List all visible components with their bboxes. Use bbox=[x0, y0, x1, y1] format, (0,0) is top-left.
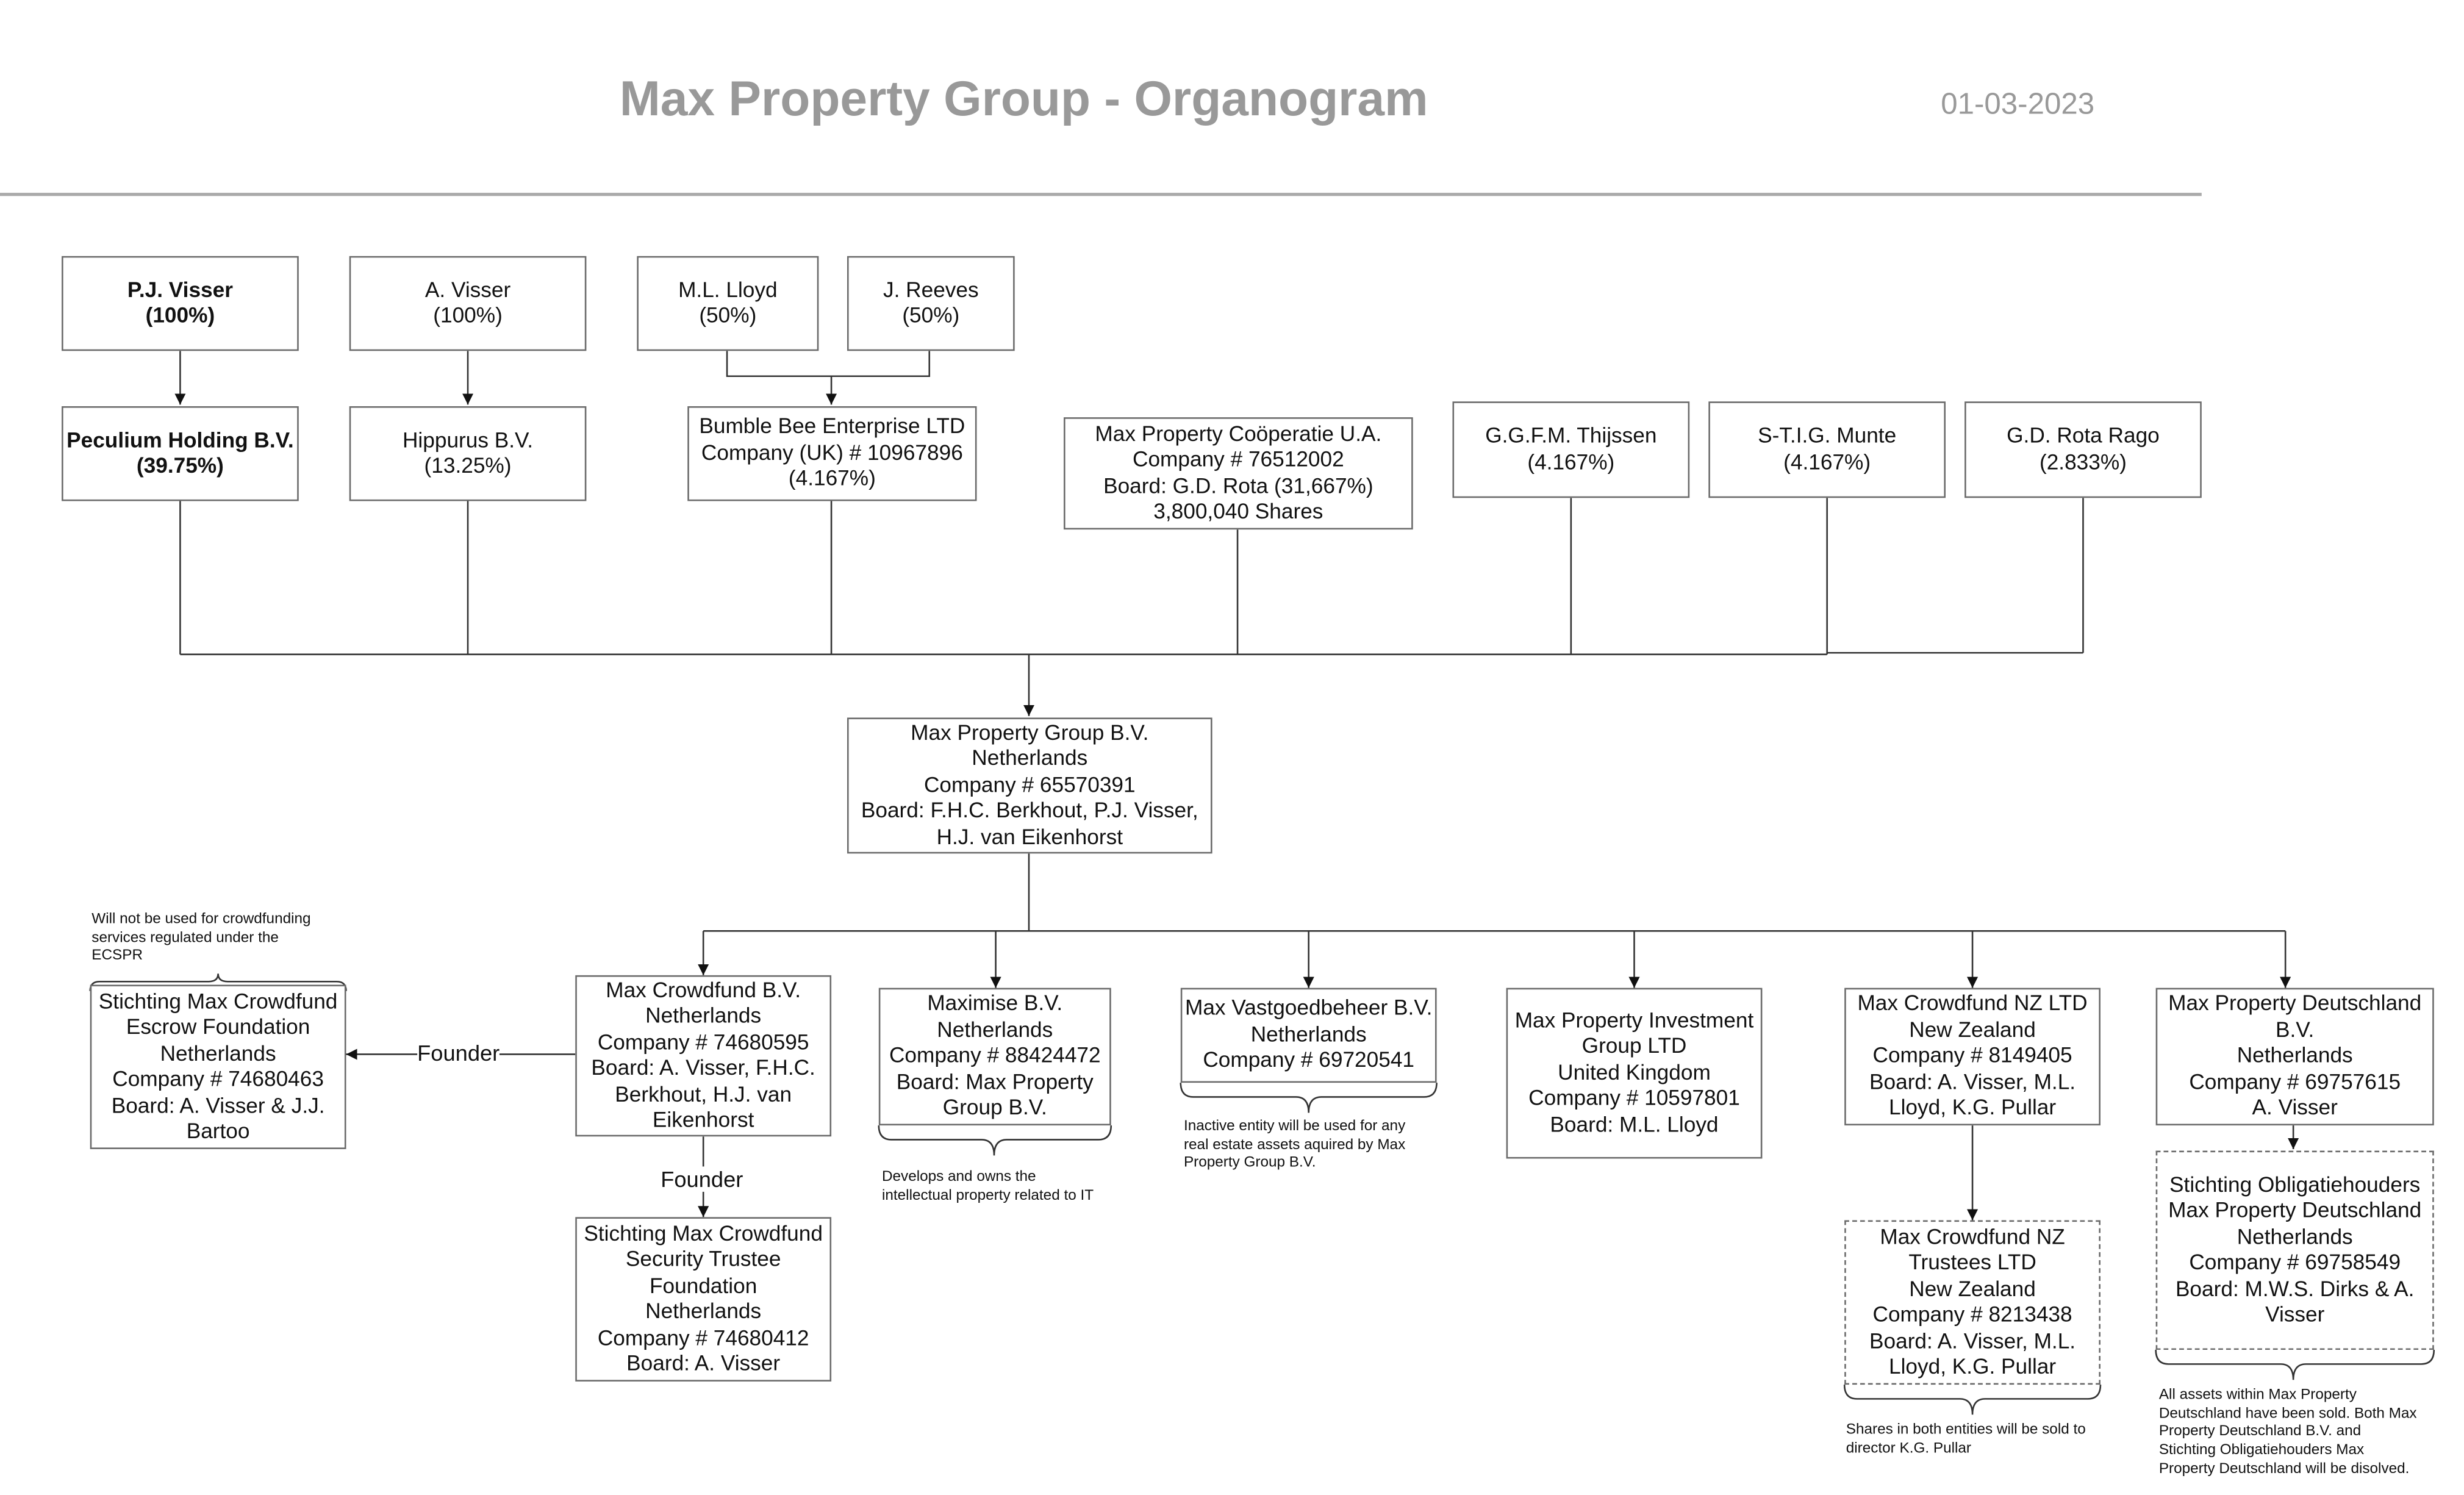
note-nz: Shares in both entities will be sold to … bbox=[1846, 1419, 2086, 1455]
note-deutschland: All assets within Max Property Deutschla… bbox=[2158, 1385, 2417, 1476]
node-investment-group: Max Property Investment Group LTD United… bbox=[1506, 988, 1763, 1159]
document-date: 01-03-2023 bbox=[1941, 88, 2095, 122]
node-thijssen: G.G.F.M. Thijssen (4.167%) bbox=[1452, 401, 1690, 498]
node-hippurus: Hippurus B.V. (13.25%) bbox=[349, 406, 587, 501]
brace-deutschland bbox=[2155, 1350, 2435, 1380]
node-pj-visser: P.J. Visser (100%) bbox=[62, 256, 299, 351]
node-ml-lloyd: M.L. Lloyd (50%) bbox=[637, 256, 819, 351]
node-obligatiehouders: Stichting Obligatiehouders Max Property … bbox=[2155, 1150, 2434, 1350]
note-maximise: Develops and owns the intellectual prope… bbox=[882, 1166, 1094, 1203]
node-deutschland: Max Property Deutschland B.V. Netherland… bbox=[2155, 988, 2434, 1126]
node-vastgoedbeheer: Max Vastgoedbeheer B.V. Netherlands Comp… bbox=[1180, 988, 1437, 1083]
note-escrow: Will not be used for crowdfunding servic… bbox=[91, 909, 311, 964]
brace-maximise bbox=[878, 1125, 1112, 1156]
node-rota-rago: G.D. Rota Rago (2.833%) bbox=[1964, 401, 2202, 498]
node-maximise: Maximise B.V. Netherlands Company # 8842… bbox=[878, 988, 1111, 1126]
note-vastgoed: Inactive entity will be used for any rea… bbox=[1183, 1116, 1406, 1171]
node-peculium-holding: Peculium Holding B.V. (39.75%) bbox=[62, 406, 299, 501]
node-max-property-group: Max Property Group B.V. Netherlands Comp… bbox=[847, 717, 1212, 854]
node-crowdfund-nz: Max Crowdfund NZ LTD New Zealand Company… bbox=[1844, 988, 2100, 1126]
founder-label-left: Founder bbox=[417, 1040, 500, 1066]
node-nz-trustees: Max Crowdfund NZ Trustees LTD New Zealan… bbox=[1844, 1220, 2100, 1385]
brace-escrow bbox=[89, 973, 347, 991]
brace-vastgoed bbox=[1180, 1083, 1438, 1113]
founder-label-down: Founder bbox=[661, 1166, 743, 1192]
node-munte: S-T.I.G. Munte (4.167%) bbox=[1708, 401, 1946, 498]
node-escrow-foundation: Stichting Max Crowdfund Escrow Foundatio… bbox=[90, 984, 346, 1149]
node-a-visser: A. Visser (100%) bbox=[349, 256, 587, 351]
node-max-crowdfund-bv: Max Crowdfund B.V. Netherlands Company #… bbox=[575, 975, 832, 1137]
brace-nz bbox=[1843, 1385, 2102, 1415]
node-security-trustee: Stichting Max Crowdfund Security Trustee… bbox=[575, 1217, 832, 1382]
node-j-reeves: J. Reeves (50%) bbox=[847, 256, 1015, 351]
page-title: Max Property Group - Organogram bbox=[619, 71, 1428, 127]
node-cooperatie: Max Property Coöperatie U.A. Company # 7… bbox=[1064, 417, 1413, 530]
edge-lloyd-reeves-join bbox=[726, 351, 931, 378]
node-bumble-bee: Bumble Bee Enterprise LTD Company (UK) #… bbox=[687, 406, 977, 501]
